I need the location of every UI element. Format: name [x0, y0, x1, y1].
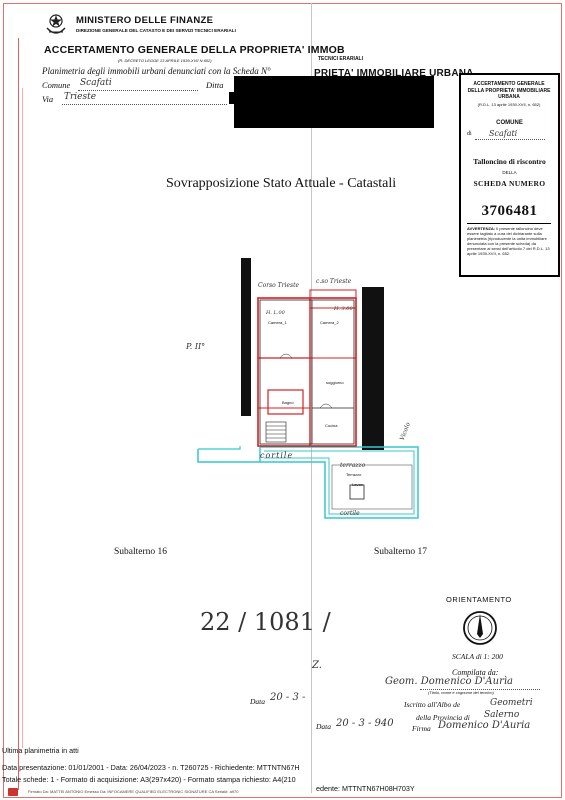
annotation-cortile: cortile — [260, 451, 294, 460]
ministry-heading: MINISTERO DELLE FINANZE — [76, 15, 214, 26]
red-outline-main — [257, 297, 357, 447]
wall-left — [241, 258, 251, 416]
talloncino-comune-value: Scafati — [489, 129, 518, 138]
overlay-title: Sovrapposizione Stato Attuale - Catastal… — [166, 176, 397, 191]
ditta-field: Ditta — [206, 80, 223, 90]
talloncino-scheda-number: 3706481 — [481, 203, 538, 219]
data-label-right: Data — [316, 722, 331, 731]
talloncino-title: ACCERTAMENTO GENERALE DELLA PROPRIETA' I… — [467, 81, 551, 100]
avvertenza-title: AVVERTENZA: — [467, 226, 496, 231]
comune-underline — [78, 89, 198, 91]
blue-outline-right — [198, 446, 241, 450]
talloncino-avvertenza: AVVERTENZA: Il presente talloncino deve … — [467, 226, 553, 256]
talloncino-di-label: di — [467, 131, 472, 137]
compilata-underline — [420, 689, 540, 690]
direction-heading: DIREZIONE GENERALE DEL CATASTO E DEI SER… — [76, 28, 236, 33]
comune-handwritten: Scafati — [80, 78, 112, 88]
subalterno-right: Subalterno 17 — [374, 547, 428, 557]
lavanderia-box — [349, 484, 365, 500]
wall-right — [362, 287, 384, 450]
room-label-bagno: Bagno — [282, 400, 294, 405]
second-sheet-title: PRIETA' IMMOBILIARE URBANA — [314, 68, 474, 79]
annotation-cortile-2: cortile — [340, 510, 360, 517]
talloncino-rule — [467, 223, 551, 224]
orientamento-label: ORIENTAMENTO — [446, 595, 512, 604]
firma-label: Firma — [412, 724, 431, 733]
redaction-block — [234, 76, 434, 128]
via-field: Via — [42, 94, 53, 104]
via-handwritten: Trieste — [64, 92, 97, 102]
document-title: ACCERTAMENTO GENERALE DELLA PROPRIETA' I… — [44, 44, 345, 56]
room-label-lavan: Lavan — [352, 482, 363, 487]
decree-reference: (R. DECRETO LEGGE 13 APRILE 1939-XVII N.… — [118, 58, 212, 63]
floor-plan-drawing — [197, 258, 419, 519]
talloncino-comune-label: COMUNE — [496, 120, 523, 126]
data-value-left: 20 - 3 - — [270, 692, 306, 703]
compilata-sub: (Titolo, nome e cognome del tecnico) — [428, 690, 494, 695]
redaction-block-small — [229, 92, 239, 104]
talloncino-scheda-label: SCHEDA NUMERO — [473, 179, 546, 188]
footer-signature: Firmato Da: MATTEI ANTONIO Emesso Da: IN… — [28, 789, 239, 794]
blue-outline-terrace — [260, 446, 419, 519]
annotation-h-left: H. L.00 — [266, 310, 285, 316]
blue-outline-left — [197, 447, 261, 463]
scheda-handwritten-number: 22 / 1081 / — [200, 608, 331, 636]
comune-label: Comune — [42, 80, 71, 90]
iscritto-value: Geometri — [490, 698, 533, 708]
talloncino-di-riscontro: ACCERTAMENTO GENERALE DELLA PROPRIETA' I… — [459, 73, 560, 277]
comune-field: Comune — [42, 80, 70, 90]
page-border — [3, 3, 562, 798]
sheet-edge-left — [18, 38, 19, 790]
annotation-corso-trieste: Corso Trieste — [258, 282, 300, 289]
annotation-h-right: H. 3.00 — [334, 306, 353, 312]
planimetria-line: Planimetria degli immobili urbani denunc… — [42, 66, 312, 76]
provincia-label: della Provincia di — [416, 713, 470, 722]
compilata-label: Compilata da: — [452, 668, 499, 677]
compilata-name: Geom. Domenico D'Aurìa — [385, 676, 514, 687]
footer-line-1: Data presentazione: 01/01/2001 - Data: 2… — [2, 763, 300, 772]
footer-line-2: Totale schede: 1 - Formato di acquisizio… — [2, 775, 296, 784]
republic-emblem-icon — [46, 14, 66, 34]
annotation-cso-trieste: c.so Trieste — [316, 278, 352, 285]
talloncino-label: Talloncino di riscontro — [473, 157, 546, 166]
mark-z: Z. — [312, 660, 322, 671]
provincia-value: Salerno — [484, 710, 520, 720]
scala-label: SCALA di 1: 200 — [452, 652, 503, 661]
footer-ultima: Ultima planimetria in atti — [2, 746, 79, 755]
room-label-terrazzo: Terrazzo — [346, 472, 362, 477]
sheet-edge-left-2 — [22, 88, 23, 748]
planimetria-label: Planimetria degli immobili urbani denunc… — [42, 66, 271, 76]
room-label-camera-2: Camera_2 — [320, 320, 339, 325]
stamp-icon — [8, 788, 18, 796]
compass-icon — [463, 611, 497, 645]
data-value-right: 20 - 3 - 940 — [336, 718, 394, 729]
firma-signature: Domenico D'Auria — [438, 720, 531, 731]
subalterno-left: Subalterno 16 — [114, 547, 168, 557]
room-label-cucina: Cucina — [325, 423, 338, 428]
sheet-divider — [311, 3, 312, 793]
iscritto-label: Iscritto all'Albo de — [404, 700, 461, 709]
blue-outline-terrace-inner — [264, 450, 415, 515]
room-label-camera-1: Camera_1 — [268, 320, 287, 325]
talloncino-della: DELLA — [502, 170, 517, 175]
red-bagno — [267, 389, 304, 415]
second-sheet-direction: TECNICI ERARIALI — [318, 56, 363, 62]
room-label-soggiorno: soggiorno — [326, 380, 344, 385]
annotation-piano: P. II° — [186, 342, 206, 351]
via-label: Via — [42, 94, 54, 104]
red-balcony — [309, 289, 357, 309]
via-underline — [62, 103, 227, 105]
ditta-label: Ditta — [206, 80, 224, 90]
talloncino-decree: (R.D.L. 13 aprile 1939-XVII, n. 652) — [477, 102, 541, 107]
staircase — [265, 421, 287, 443]
talloncino-underline — [475, 139, 545, 140]
annotation-terrazzo: terrazzo — [340, 462, 366, 469]
data-label-left: Data — [250, 697, 265, 706]
footer-line-3-right: edente: MTTNTN67H08H703Y — [316, 784, 415, 793]
avvertenza-text: Il presente talloncino deve essere tagli… — [467, 226, 550, 256]
